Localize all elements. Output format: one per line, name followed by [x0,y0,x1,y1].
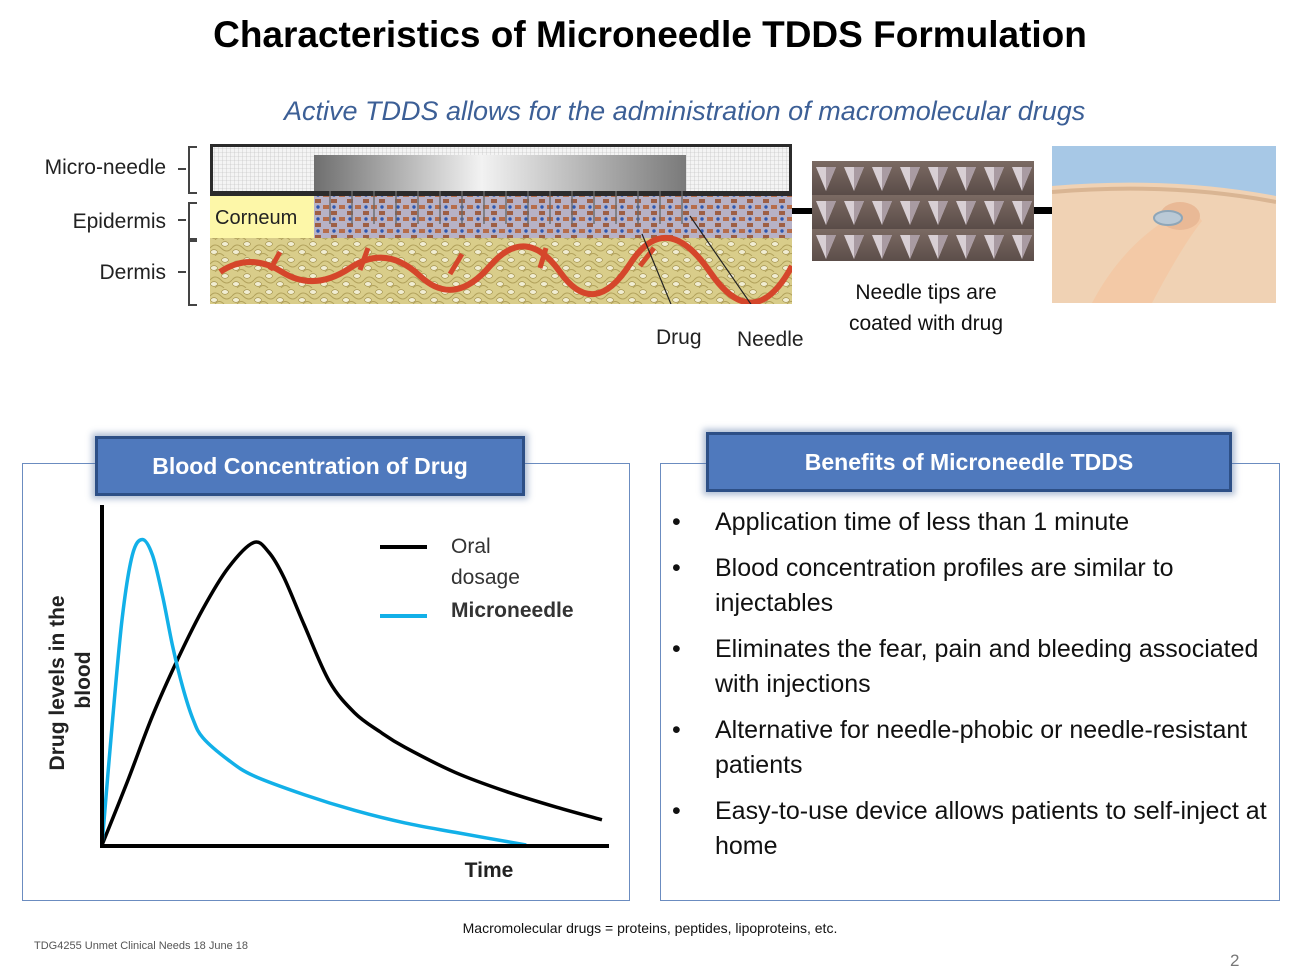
chart-panel [22,463,630,901]
bracket-tick-epidermis [178,219,186,221]
bullet-icon: • [672,716,681,744]
benefit-item: • Easy-to-use device allows patients to s… [670,794,1270,864]
needle-tips-image [812,161,1034,261]
bullet-icon: • [672,797,681,825]
layer-label-dermis: Dermis [99,261,167,284]
benefit-text: Application time of less than 1 minute [715,508,1130,536]
slide-subtitle: Active TDDS allows for the administratio… [284,96,1086,126]
legend: Oral dosage Microneedle [380,535,574,622]
page-number: 2 [1230,951,1240,970]
benefit-text: Blood concentration profiles are similar… [715,554,1174,617]
footnote: Macromolecular drugs = proteins, peptide… [462,920,838,936]
patch-on-arm-image [1052,146,1276,303]
legend-label-oral-line-2: dosage [451,566,520,589]
arrow-to-tips-icon [792,208,814,214]
benefit-text: Eliminates the fear, pain and bleeding a… [715,635,1259,698]
benefit-text: Alternative for needle-phobic or needle-… [715,716,1248,779]
legend-label-oral: Oral dosage [451,535,520,589]
legend-label-microneedle: Microneedle [451,599,574,622]
drug-label: Drug [656,326,702,349]
y-axis-label-line-2: blood [72,651,95,708]
layer-label-microneedle: Micro-needle [44,156,166,179]
benefits-panel [660,463,1280,901]
skin-cross-section-image [210,144,792,304]
corneum-label: Corneum [215,207,298,229]
y-axis-label: Drug levels in the blood [46,590,95,771]
bracket-tick-dermis [178,271,186,273]
slide-title: Characteristics of Microneedle TDDS Form… [213,14,1087,55]
needle-tips-caption: Needle tips are coated with drug [826,277,1026,339]
benefit-text: Easy-to-use device allows patients to se… [715,797,1267,860]
bullet-icon: • [672,508,681,536]
plot-lines [100,537,603,847]
bracket-microneedle [188,146,197,194]
benefit-item: • Eliminates the fear, pain and bleeding … [670,632,1270,702]
bullet-icon: • [672,554,681,582]
series-line-oral [100,540,603,846]
legend-label-oral-line-1: Oral [451,535,491,558]
needle-tips-caption-line-1: Needle tips are [855,281,997,304]
needle-label: Needle [737,328,804,351]
benefits-list: •Application time of less than 1 minute … [670,505,1270,875]
x-axis-label: Time [465,859,514,882]
bullet-icon: • [672,635,681,663]
benefits-panel-header: Benefits of Microneedle TDDS [706,432,1232,492]
needle-tips-caption-line-2: coated with drug [848,312,1004,335]
layer-label-epidermis: Epidermis [72,210,166,233]
benefit-item: • Application time of less than 1 minute [670,505,1270,540]
chart-panel-header: Blood Concentration of Drug [95,436,525,496]
benefit-item: • Blood concentration profiles are simila… [670,551,1270,621]
footer-doc-id: TDG4255 Unmet Clinical Needs 18 June 18 [34,940,249,952]
benefit-item: • Alternative for needle-phobic or needle… [670,713,1270,783]
blood-concentration-chart: Time Drug levels in the blood Oral dosag… [46,505,609,882]
bracket-dermis [188,240,197,306]
bracket-tick-microneedle [178,168,186,170]
bracket-epidermis [188,202,197,240]
y-axis-label-line-1: Drug levels in the [46,595,69,770]
series-line-microneedle [100,537,527,847]
